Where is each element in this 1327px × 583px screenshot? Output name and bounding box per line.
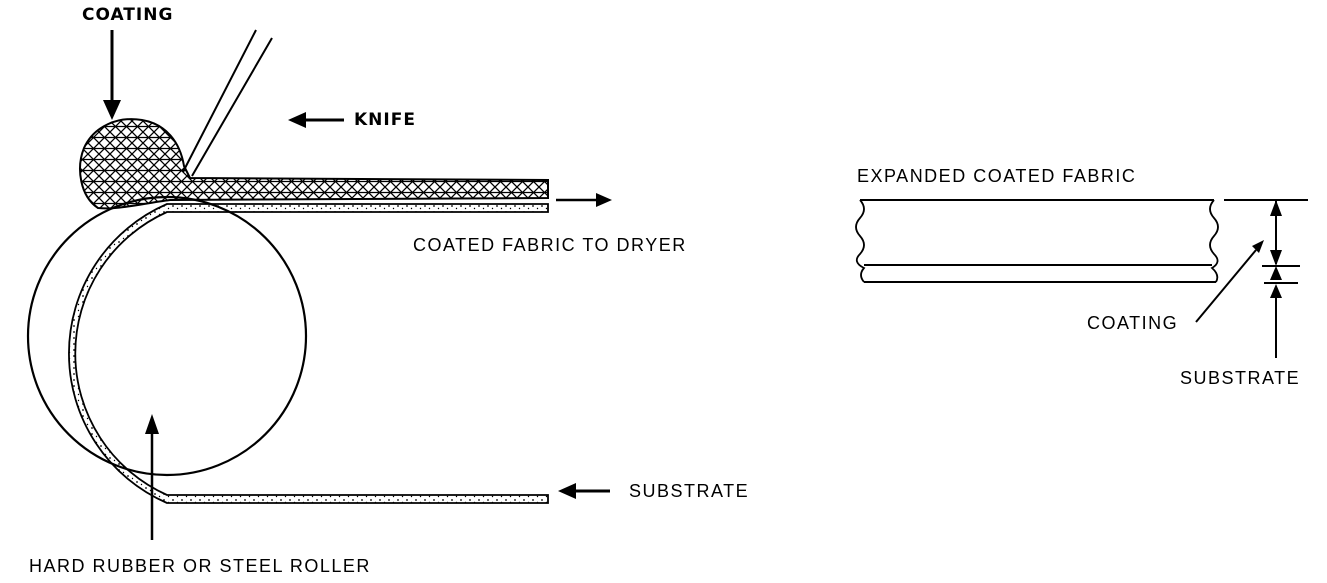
right-substrate-label: SUBSTRATE: [1180, 368, 1301, 388]
right-figure: [855, 199, 1308, 358]
right-break-line: [1209, 199, 1219, 283]
coating-arrow: [103, 30, 121, 120]
left-figure: [26, 29, 612, 540]
knife-label: KNIFE: [354, 110, 416, 130]
coating-dimension: [1262, 200, 1300, 267]
roller-arrow: [145, 414, 159, 540]
coated-fabric-label: COATED FABRIC TO DRYER: [413, 235, 687, 255]
knife-arrow: [288, 112, 344, 128]
knife: [182, 29, 273, 177]
left-break-line: [855, 199, 866, 283]
substrate-band: [68, 203, 549, 504]
substrate-dimension: [1264, 266, 1298, 358]
roller-label: HARD RUBBER OR STEEL ROLLER: [29, 556, 371, 576]
substrate-arrow: [558, 483, 610, 499]
right-coating-label: COATING: [1087, 313, 1179, 333]
coating-bead: [79, 118, 549, 210]
substrate-label: SUBSTRATE: [629, 481, 750, 501]
dryer-arrow: [556, 193, 612, 207]
expanded-title: EXPANDED COATED FABRIC: [857, 166, 1137, 186]
coating-label: COATING: [82, 5, 174, 25]
coating-leader: [1195, 240, 1264, 323]
